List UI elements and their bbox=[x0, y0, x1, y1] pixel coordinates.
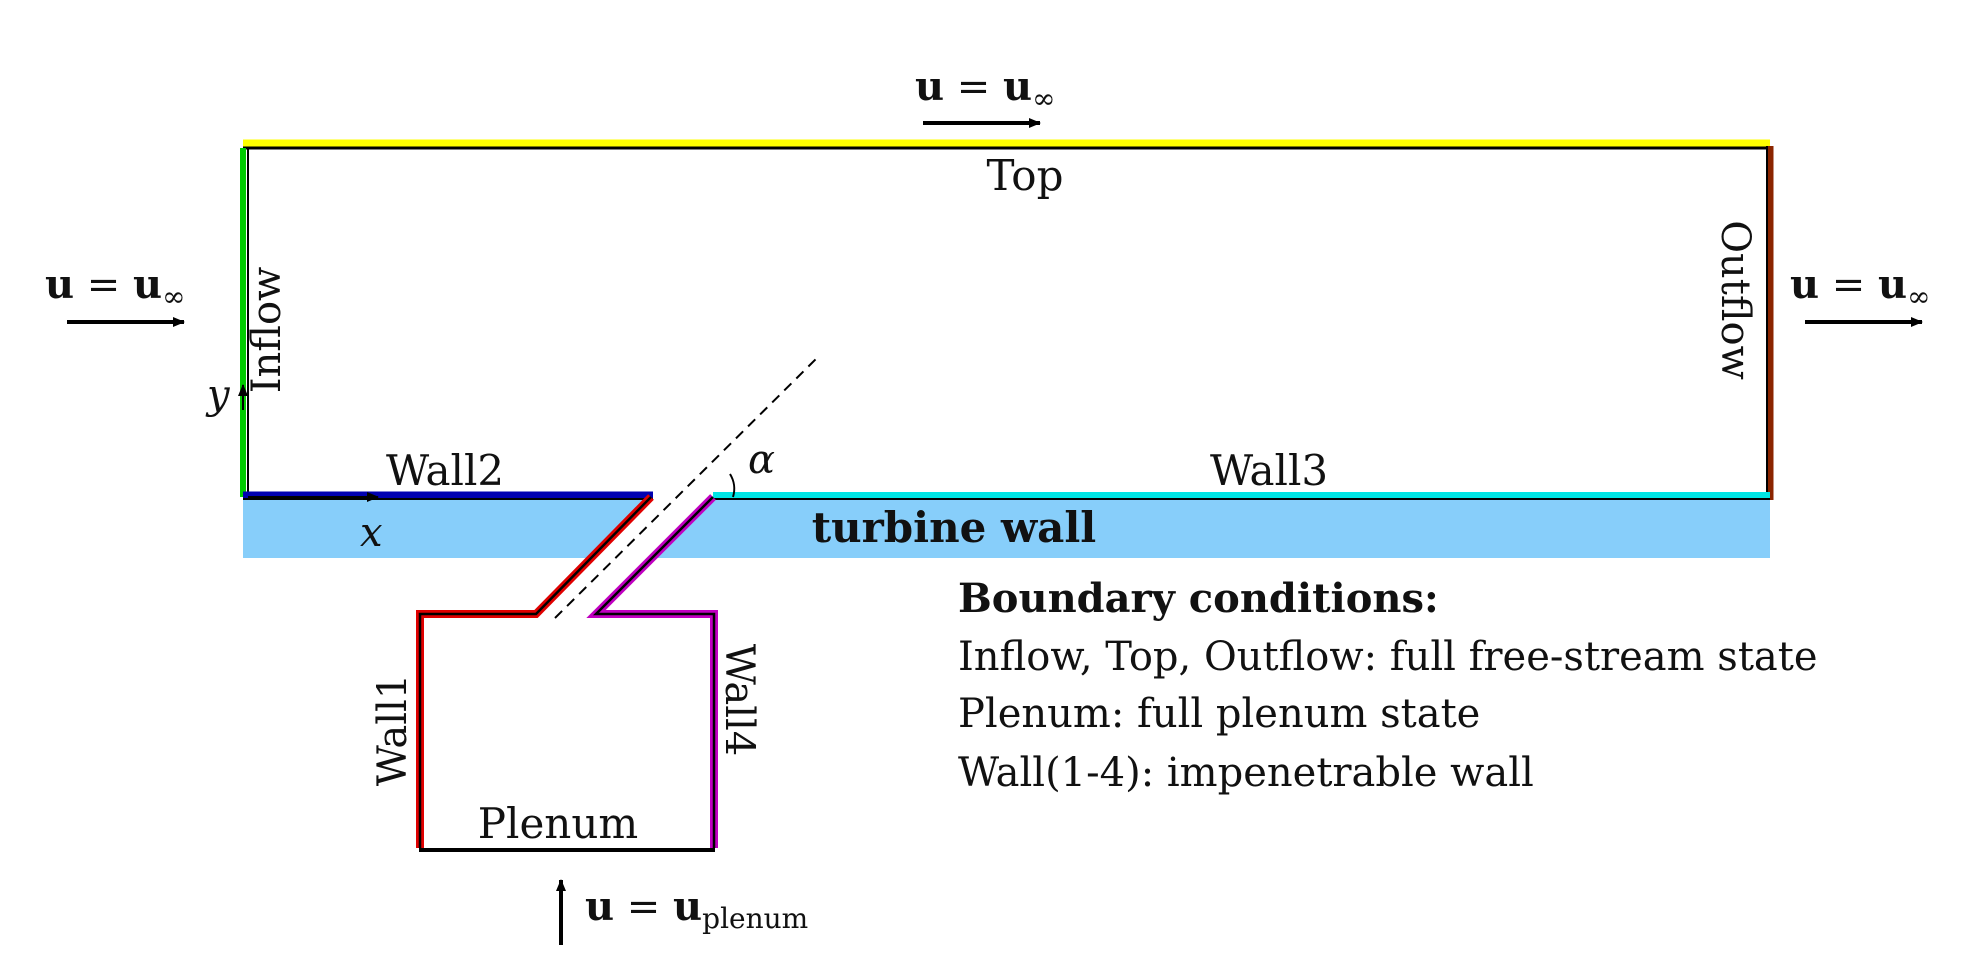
y-axis-label: y bbox=[205, 372, 231, 418]
u-symbol: u bbox=[1878, 261, 1907, 308]
boundary-condition-line: Inflow, Top, Outflow: full free-stream s… bbox=[958, 634, 1818, 680]
infinity-subscript: ∞ bbox=[1907, 280, 1930, 313]
svg-text:u = u∞: u = u∞ bbox=[915, 63, 1055, 115]
u-symbol: u bbox=[1790, 261, 1819, 308]
u-symbol: u bbox=[915, 63, 944, 110]
wall4-outline bbox=[592, 496, 716, 848]
u-symbol: u bbox=[1003, 63, 1032, 110]
plenum-label: Plenum bbox=[478, 799, 638, 848]
wall4-label: Wall4 bbox=[716, 644, 762, 757]
equals-sign: = bbox=[614, 884, 673, 930]
alpha-label: α bbox=[748, 437, 775, 483]
x-axis-label: x bbox=[360, 510, 383, 556]
infinity-subscript: ∞ bbox=[1032, 82, 1055, 115]
u-symbol: u bbox=[133, 261, 162, 308]
u-symbol: u bbox=[585, 883, 614, 930]
inflow-label: Inflow bbox=[244, 267, 290, 394]
boundary-conditions-heading: Boundary conditions: bbox=[958, 575, 1439, 622]
outflow-label: Outflow bbox=[1712, 220, 1758, 380]
outflow-velocity-label: u = u∞ bbox=[1790, 261, 1930, 313]
boundary-condition-line: Plenum: full plenum state bbox=[958, 691, 1480, 737]
infinity-subscript: ∞ bbox=[162, 280, 185, 313]
top-velocity-label: u = u∞ bbox=[915, 63, 1055, 115]
angle-arc bbox=[729, 473, 736, 498]
plenum-interior bbox=[420, 616, 714, 850]
svg-text:u = u∞: u = u∞ bbox=[45, 261, 185, 313]
equals-sign: = bbox=[944, 64, 1003, 110]
turbine-wall-label: turbine wall bbox=[812, 503, 1097, 552]
u-symbol: u bbox=[45, 261, 74, 308]
equals-sign: = bbox=[74, 262, 133, 308]
hole-centerline bbox=[554, 354, 821, 619]
equals-sign: = bbox=[1819, 262, 1878, 308]
boundary-conditions-legend: Boundary conditions: Inflow, Top, Outflo… bbox=[958, 575, 1818, 796]
svg-text:u = u∞: u = u∞ bbox=[1790, 261, 1930, 313]
inflow-velocity-label: u = u∞ bbox=[45, 261, 185, 313]
wall3-label: Wall3 bbox=[1210, 446, 1328, 495]
boundary-condition-line: Wall(1-4): impenetrable wall bbox=[958, 750, 1534, 796]
wall1-label: Wall1 bbox=[370, 674, 416, 787]
wall2-label: Wall2 bbox=[386, 446, 504, 495]
plenum-subscript: plenum bbox=[702, 902, 808, 935]
cooling-hole-channel bbox=[533, 500, 713, 616]
u-symbol: u bbox=[673, 883, 702, 930]
svg-text:u = uplenum: u = uplenum bbox=[585, 883, 808, 935]
turbine-wall-band bbox=[243, 500, 1770, 558]
plenum-velocity-label: u = uplenum bbox=[585, 883, 808, 935]
wall1-outline bbox=[418, 496, 652, 848]
top-label: Top bbox=[987, 151, 1064, 200]
